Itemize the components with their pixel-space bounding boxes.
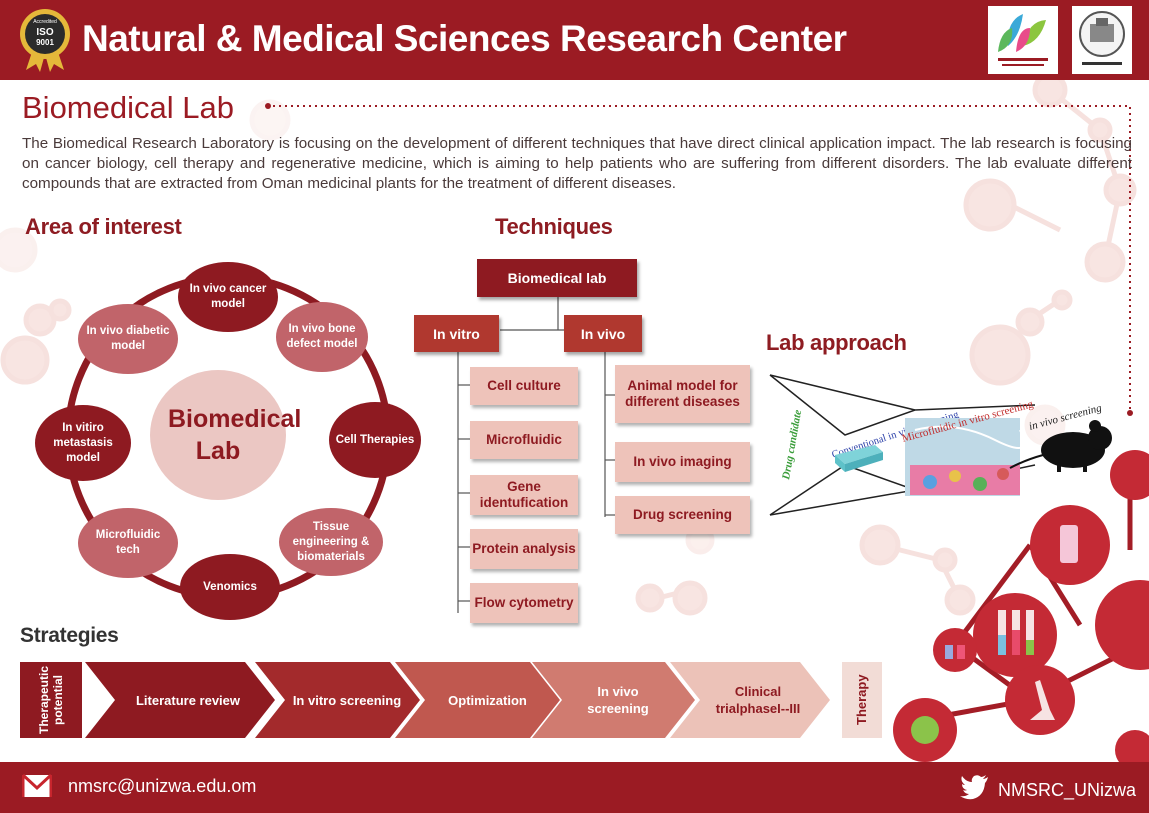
lab-approach-heading: Lab approach [766,330,907,355]
aoi-node-diabetic-model: In vivo diabetic model [78,304,178,374]
mouse-icon [1009,420,1112,472]
beaker-icon [1095,580,1149,670]
tech-in-vitro-box: In vitro [414,315,499,352]
strategy-start-box [20,662,82,738]
strategy-step-label-3: Optimization [448,692,527,708]
tech-root-box: Biomedical lab [477,259,637,297]
lab-approach-diagram: Drug candidate Conventional in vitro scr… [769,374,1112,516]
techniques-connectors [457,297,615,613]
section-title: Biomedical Lab [22,90,234,125]
strategy-end-box [842,662,882,738]
footer-bar: nmsrc@unizwa.edu.om NMSRC_UNizwa [0,762,1149,813]
iso-badge-icon: Accredited ISO 9001 [20,9,70,72]
strategy-step-2 [255,662,420,738]
tech-gene-identification: Gene identufication [470,475,578,515]
svg-text:9001: 9001 [36,38,54,47]
tech-microfluidic: Microfluidic [470,421,578,459]
aoi-node-metastasis-model: In vitiro metastasis model [35,405,131,481]
aoi-node-cancer-model: In vivo cancer model [178,262,278,332]
area-of-interest-heading: Area of interest [25,214,182,239]
page-title: Natural & Medical Sciences Research Cent… [82,18,847,59]
nmsrc-logo [988,6,1058,74]
strategies-flow [20,662,882,738]
aoi-node-venomics: Venomics [180,554,280,620]
tech-flow-cytometry: Flow cytometry [470,583,578,623]
strategy-step-label-5: Clinical trialphaseI--III [715,684,801,716]
mail-icon [22,773,52,797]
aoi-node-bone-defect: In vivo bone defect model [276,302,368,372]
twitter-icon [960,775,988,800]
strategy-end-label: Therapy [854,674,869,726]
dotted-frame [265,103,1133,416]
tech-protein-analysis: Protein analysis [470,529,578,569]
aoi-node-tissue-engineering: Tissue engineering & biomaterials [279,508,383,576]
strategy-step-3 [395,662,560,738]
tech-drug-screening: Drug screening [615,496,750,534]
tech-cell-culture: Cell culture [470,367,578,405]
svg-text:Accredited: Accredited [33,19,57,25]
footer-email-link[interactable]: nmsrc@unizwa.edu.om [68,776,257,796]
drug-candidate-label: Drug candidate [780,409,804,482]
aoi-center: Biomedical Lab [150,370,301,500]
header-bar: Accredited ISO 9001 Natural & Medical Sc… [0,0,1149,80]
strategy-step-label-2: In vitro screening [292,692,402,708]
strategy-step-label-4: In vivo screening [587,684,649,716]
strategy-step-1 [85,662,275,738]
techniques-heading: Techniques [495,214,613,239]
strategy-step-5 [670,662,830,738]
tech-in-vivo-imaging: In vivo imaging [615,442,750,482]
aoi-node-microfluidic-tech: Microfluidic tech [78,508,178,578]
strategy-start-label: Therapeutic potential [37,666,65,735]
footer-twitter-link[interactable]: NMSRC_UNizwa [998,780,1137,800]
lab-icons-decoration [893,450,1149,762]
tech-animal-model: Animal model for different diseases [615,365,750,423]
svg-text:ISO: ISO [36,27,53,38]
university-logo [1072,6,1132,74]
strategy-step-label-1: Literature review [135,692,241,708]
strategy-step-4 [532,662,695,738]
intro-paragraph: The Biomedical Research Laboratory is fo… [22,135,1132,192]
strategies-heading: Strategies [20,624,119,647]
aoi-node-cell-therapies: Cell Therapies [329,402,421,478]
tech-in-vivo-box: In vivo [564,315,642,352]
vials-icon [933,628,977,672]
